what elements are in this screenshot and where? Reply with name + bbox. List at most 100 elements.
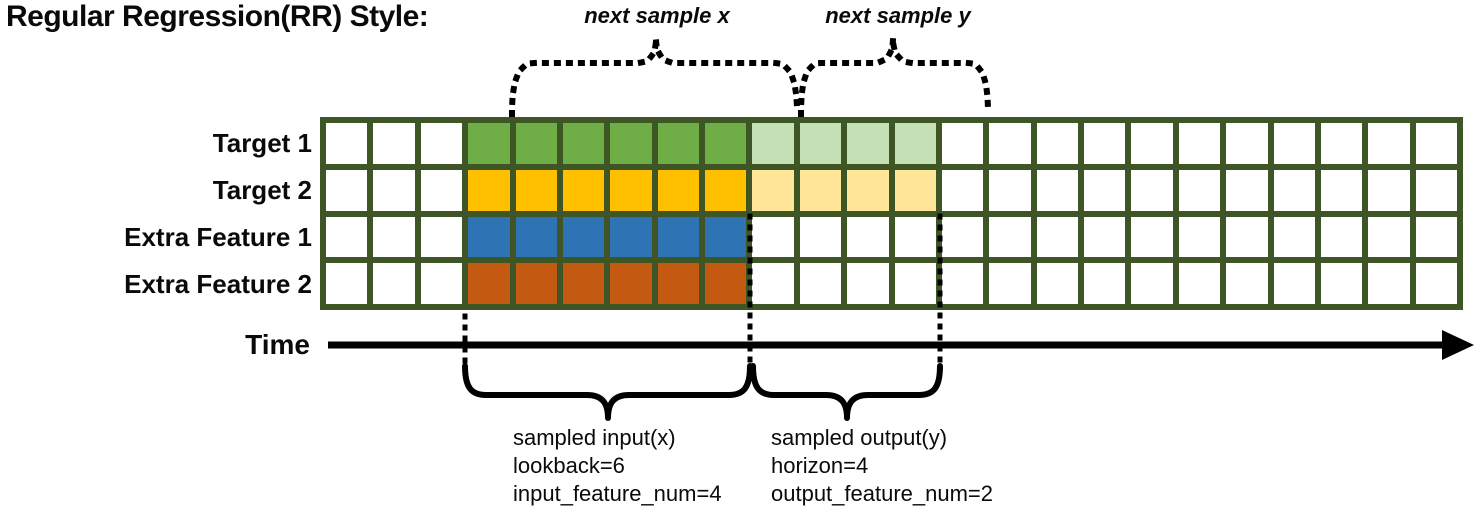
grid-cell-r0-c14 xyxy=(989,123,1031,164)
grid-cell-r0-c7 xyxy=(657,123,699,164)
grid-cell-r0-c6 xyxy=(610,123,652,164)
grid-cell-r2-c17 xyxy=(1131,216,1173,258)
next-sample-y-label: next sample y xyxy=(825,3,971,28)
grid-cell-r3-c7 xyxy=(657,263,699,304)
grid-cell-r0-c21 xyxy=(1320,123,1363,164)
grid-cell-r0-c17 xyxy=(1131,123,1173,164)
sampled-input-title: sampled input(x) xyxy=(513,425,676,450)
grid-cell-r0-c20 xyxy=(1273,123,1315,164)
grid-cell-r1-c12 xyxy=(894,169,936,211)
grid-cell-r2-c20 xyxy=(1273,216,1315,258)
grid-cell-r0-c2 xyxy=(420,123,463,164)
grid-cell-r1-c2 xyxy=(420,169,463,211)
grid-cell-r3-c3 xyxy=(468,263,510,304)
grid-cell-r1-c5 xyxy=(562,169,605,211)
grid-cell-r0-c15 xyxy=(1036,123,1078,164)
grid-cell-r2-c15 xyxy=(1036,216,1078,258)
next-sample-x-label: next sample x xyxy=(584,3,730,28)
sampled-input-caption: sampled input(x) lookback=6 input_featur… xyxy=(513,424,722,508)
grid-cell-r3-c23 xyxy=(1415,263,1457,304)
next-sample-y-brace xyxy=(797,37,992,118)
grid-cell-r1-c15 xyxy=(1036,169,1078,211)
grid-cell-r3-c13 xyxy=(941,263,984,304)
grid-cell-r3-c5 xyxy=(562,263,605,304)
row-label-target-2: Target 2 xyxy=(212,175,312,205)
grid-cell-r2-c10 xyxy=(799,216,842,258)
grid-cell-r3-c22 xyxy=(1368,263,1410,304)
grid-cell-r2-c13 xyxy=(941,216,984,258)
grid-cell-r1-c14 xyxy=(989,169,1031,211)
grid-cell-r1-c9 xyxy=(752,169,794,211)
sampled-output-caption: sampled output(y) horizon=4 output_featu… xyxy=(771,424,993,508)
grid-cell-r2-c23 xyxy=(1415,216,1457,258)
grid-cell-r1-c4 xyxy=(515,169,557,211)
grid-cell-r2-c5 xyxy=(562,216,605,258)
grid-cell-r3-c8 xyxy=(705,263,747,304)
grid-cell-r2-c8 xyxy=(705,216,747,258)
grid-cell-r0-c19 xyxy=(1226,123,1268,164)
grid-cell-r2-c16 xyxy=(1084,216,1126,258)
grid-cell-r2-c22 xyxy=(1368,216,1410,258)
grid-cell-r3-c14 xyxy=(989,263,1031,304)
time-axis-label: Time xyxy=(245,329,310,360)
grid-cell-r2-c7 xyxy=(657,216,699,258)
grid-cell-r3-c4 xyxy=(515,263,557,304)
sampled-output-brace xyxy=(750,363,943,421)
grid-cell-r2-c6 xyxy=(610,216,652,258)
horizon-value: horizon=4 xyxy=(771,453,869,478)
grid-cell-r0-c1 xyxy=(373,123,415,164)
grid-cell-r2-c14 xyxy=(989,216,1031,258)
grid-cell-r1-c16 xyxy=(1084,169,1126,211)
grid-cell-r1-c7 xyxy=(657,169,699,211)
grid-cell-r0-c18 xyxy=(1178,123,1221,164)
grid-cell-r2-c19 xyxy=(1226,216,1268,258)
grid-cell-r0-c8 xyxy=(705,123,747,164)
grid-cell-r1-c22 xyxy=(1368,169,1410,211)
grid-cell-r1-c0 xyxy=(326,169,368,211)
grid-cell-r3-c16 xyxy=(1084,263,1126,304)
grid-cell-r3-c10 xyxy=(799,263,842,304)
grid-cell-r3-c17 xyxy=(1131,263,1173,304)
grid-cell-r2-c2 xyxy=(420,216,463,258)
grid-cell-r0-c9 xyxy=(752,123,794,164)
grid-cell-r0-c4 xyxy=(515,123,557,164)
grid-cell-r1-c19 xyxy=(1226,169,1268,211)
grid-cell-r2-c3 xyxy=(468,216,510,258)
grid-cell-r0-c22 xyxy=(1368,123,1410,164)
grid-cell-r1-c10 xyxy=(799,169,842,211)
grid-cell-r0-c11 xyxy=(847,123,889,164)
grid-cell-r3-c19 xyxy=(1226,263,1268,304)
grid-cell-r2-c1 xyxy=(373,216,415,258)
input-feature-num-value: input_feature_num=4 xyxy=(513,481,722,506)
grid-cell-r3-c15 xyxy=(1036,263,1078,304)
grid-cell-r2-c21 xyxy=(1320,216,1363,258)
grid-cell-r3-c6 xyxy=(610,263,652,304)
grid-cell-r0-c10 xyxy=(799,123,842,164)
grid-cell-r1-c17 xyxy=(1131,169,1173,211)
sample-grid xyxy=(320,117,1463,310)
grid-cell-r1-c21 xyxy=(1320,169,1363,211)
grid-cell-r0-c12 xyxy=(894,123,936,164)
grid-cell-r2-c12 xyxy=(894,216,936,258)
sampled-input-brace xyxy=(462,363,753,421)
grid-cell-r1-c23 xyxy=(1415,169,1457,211)
grid-cell-r3-c11 xyxy=(847,263,889,304)
grid-cell-r3-c0 xyxy=(326,263,368,304)
grid-cell-r3-c12 xyxy=(894,263,936,304)
grid-cell-r3-c9 xyxy=(752,263,794,304)
row-label-extra-feature-1: Extra Feature 1 xyxy=(124,222,312,252)
grid-cell-r0-c5 xyxy=(562,123,605,164)
sampled-output-title: sampled output(y) xyxy=(771,425,948,450)
grid-cell-r2-c0 xyxy=(326,216,368,258)
grid-cell-r2-c4 xyxy=(515,216,557,258)
grid-cell-r3-c21 xyxy=(1320,263,1363,304)
grid-cell-r3-c1 xyxy=(373,263,415,304)
grid-cell-r1-c18 xyxy=(1178,169,1221,211)
next-sample-x-brace xyxy=(508,37,801,118)
grid-cell-r0-c3 xyxy=(468,123,510,164)
grid-cell-r0-c16 xyxy=(1084,123,1126,164)
output-feature-num-value: output_feature_num=2 xyxy=(771,481,994,506)
grid-cell-r1-c20 xyxy=(1273,169,1315,211)
grid-cell-r1-c3 xyxy=(468,169,510,211)
